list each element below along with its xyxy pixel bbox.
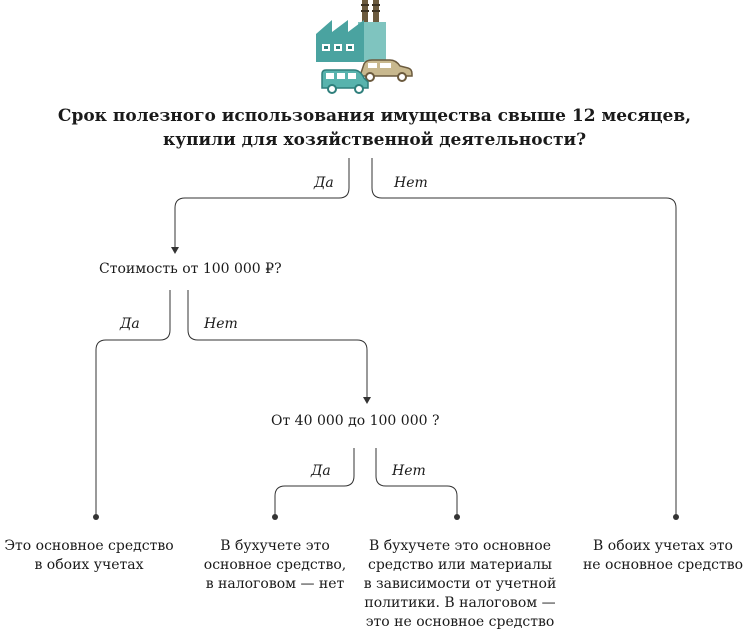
dot-outcome-4 — [673, 514, 679, 520]
outcome-4-line-1: В обоих учетах это — [593, 538, 733, 554]
edge-main-no — [371, 158, 677, 515]
label-yes-range: Да — [311, 463, 331, 479]
outcome-1-line-2: в обоих учетах — [34, 557, 144, 573]
dot-outcome-1 — [93, 514, 99, 520]
main-question-line-2: купили для хозяйственной деятельности? — [162, 130, 587, 150]
outcome-not-fixed-asset: В обоих учетах это не основное средство — [580, 537, 746, 575]
outcome-3-line-2: средство или материалы — [367, 557, 552, 573]
label-yes-cost: Да — [120, 316, 140, 332]
edge-range-yes — [274, 448, 355, 515]
outcome-2-line-2: основное средство, — [203, 557, 347, 573]
outcome-accounting-only: В бухучете это основное средство, в нало… — [185, 537, 365, 594]
outcome-policy-dependent: В бухучете это основное средство или мат… — [360, 537, 560, 632]
arrow-to-range — [363, 397, 371, 404]
main-question-line-1: Срок полезного использования имущества с… — [57, 106, 692, 126]
edge-cost-no — [187, 290, 368, 398]
outcome-fixed-asset-both: Это основное средство в обоих учетах — [0, 537, 178, 575]
edge-range-no — [375, 448, 458, 515]
outcome-2-line-3: в налоговом — нет — [205, 576, 345, 592]
range-question: От 40 000 до 100 000 ? — [271, 413, 440, 429]
outcome-2-line-1: В бухучете это — [220, 538, 330, 554]
outcome-1-line-1: Это основное средство — [4, 538, 174, 554]
dot-outcome-2 — [272, 514, 278, 520]
outcome-3-line-3: в зависимости от учетной — [363, 576, 557, 592]
outcome-3-line-4: политики. В налоговом — — [364, 595, 556, 611]
edge-cost-yes — [95, 290, 171, 515]
label-no-main: Нет — [394, 175, 428, 191]
outcome-3-line-1: В бухучете это основное — [369, 538, 551, 554]
outcome-4-line-2: не основное средство — [582, 557, 744, 573]
edge-main-yes — [174, 158, 350, 248]
main-question: Срок полезного использования имущества с… — [0, 104, 749, 152]
factory-cars-icon — [316, 0, 413, 94]
dot-outcome-3 — [454, 514, 460, 520]
cost-question: Стоимость от 100 000 ₽? — [99, 261, 282, 277]
outcome-3-line-5: это не основное средство — [365, 614, 555, 630]
label-no-range: Нет — [392, 463, 426, 479]
label-no-cost: Нет — [204, 316, 238, 332]
arrow-to-cost — [171, 247, 179, 254]
label-yes-main: Да — [314, 175, 334, 191]
